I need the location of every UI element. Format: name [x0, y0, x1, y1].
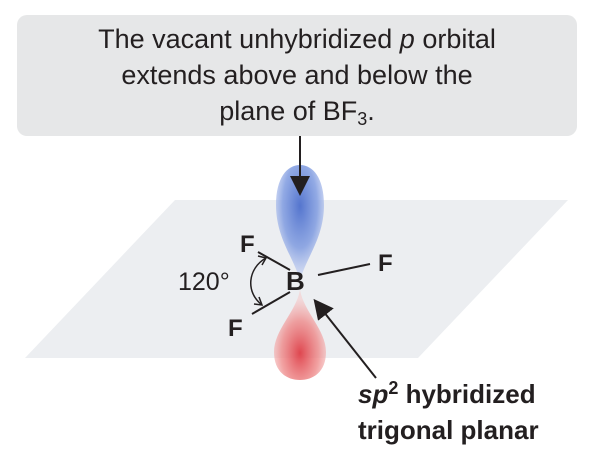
callout-box: The vacant unhybridized p orbital extend…	[17, 15, 577, 136]
hybridization-label: sp2 hybridized trigonal planar	[358, 376, 539, 448]
hybrid-arrow	[313, 298, 377, 379]
angle-arc-tip-top	[257, 255, 268, 266]
fluorine-atom-upper-left: F	[240, 231, 255, 258]
p-orbital-bottom-lobe	[274, 290, 326, 380]
boron-atom-label: B	[286, 266, 305, 296]
bond-b-f-down	[251, 291, 291, 315]
bond-angle-label: 120°	[178, 268, 230, 296]
fluorine-atom-lower-left: F	[228, 315, 243, 342]
geometry-line: trigonal planar	[358, 415, 539, 445]
fluorine-atom-right: F	[378, 250, 393, 277]
callout-line-1: The vacant unhybridized p orbital	[98, 24, 496, 54]
angle-arc	[249, 257, 267, 306]
callout-line-3: plane of BF3.	[219, 96, 375, 129]
bond-b-f-right	[317, 263, 371, 276]
hybridization-line-1: sp2 hybridized	[358, 378, 536, 409]
molecular-plane	[25, 200, 568, 358]
angle-arc-tip-bottom	[253, 296, 264, 306]
callout-line-2: extends above and below the	[121, 60, 473, 90]
p-orbital-top-lobe	[276, 165, 324, 282]
bond-b-f-up	[257, 251, 291, 271]
